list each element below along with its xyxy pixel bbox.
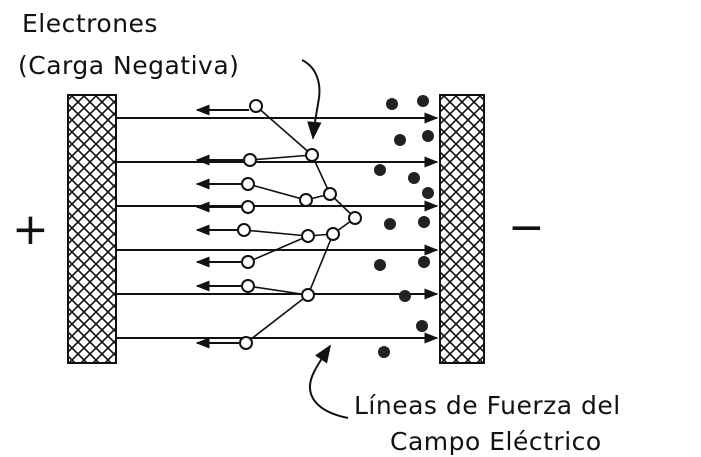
field-lines bbox=[116, 112, 439, 344]
electron bbox=[237, 223, 251, 237]
field-lines-label-line1: Líneas de Fuerza del bbox=[354, 391, 621, 420]
ion bbox=[418, 256, 430, 268]
electron-paths bbox=[243, 105, 356, 344]
negative-sign: − bbox=[508, 202, 545, 253]
negative-plate bbox=[439, 94, 485, 364]
electron bbox=[243, 153, 257, 167]
electrons-label-line1: Electrones bbox=[22, 9, 158, 38]
electron-path bbox=[249, 154, 313, 161]
electron bbox=[305, 148, 319, 162]
electron bbox=[241, 279, 255, 293]
ion bbox=[422, 130, 434, 142]
electron bbox=[241, 200, 255, 214]
ion bbox=[416, 320, 428, 332]
electron bbox=[301, 229, 315, 243]
ion bbox=[374, 164, 386, 176]
electron bbox=[249, 99, 263, 113]
field-lines-pointer bbox=[309, 344, 349, 419]
ion bbox=[378, 346, 390, 358]
ion bbox=[422, 187, 434, 199]
electrons-label-line2: (Carga Negativa) bbox=[18, 51, 239, 80]
electron-path bbox=[255, 105, 356, 219]
ion bbox=[418, 216, 430, 228]
electron-velocity-arrows bbox=[195, 104, 249, 349]
electron bbox=[348, 211, 362, 225]
field-lines-label-line2: Campo Eléctrico bbox=[390, 427, 602, 456]
electrons bbox=[237, 99, 362, 350]
ion bbox=[394, 134, 406, 146]
ion bbox=[386, 98, 398, 110]
electron bbox=[301, 288, 315, 302]
ion bbox=[417, 95, 429, 107]
positive-sign: + bbox=[12, 204, 49, 255]
electron bbox=[323, 187, 337, 201]
electrons-pointer bbox=[301, 59, 322, 140]
ion bbox=[399, 290, 411, 302]
ion bbox=[408, 172, 420, 184]
positive-plate bbox=[67, 94, 117, 364]
electron-path bbox=[243, 217, 356, 237]
electron-path bbox=[247, 183, 331, 201]
electron bbox=[239, 336, 253, 350]
electron bbox=[241, 177, 255, 191]
electron bbox=[299, 193, 313, 207]
ions bbox=[374, 95, 434, 358]
electron-path bbox=[245, 294, 309, 344]
ion bbox=[374, 259, 386, 271]
ion bbox=[384, 218, 396, 230]
electron bbox=[241, 255, 255, 269]
electron bbox=[326, 227, 340, 241]
electron-path bbox=[247, 235, 309, 263]
